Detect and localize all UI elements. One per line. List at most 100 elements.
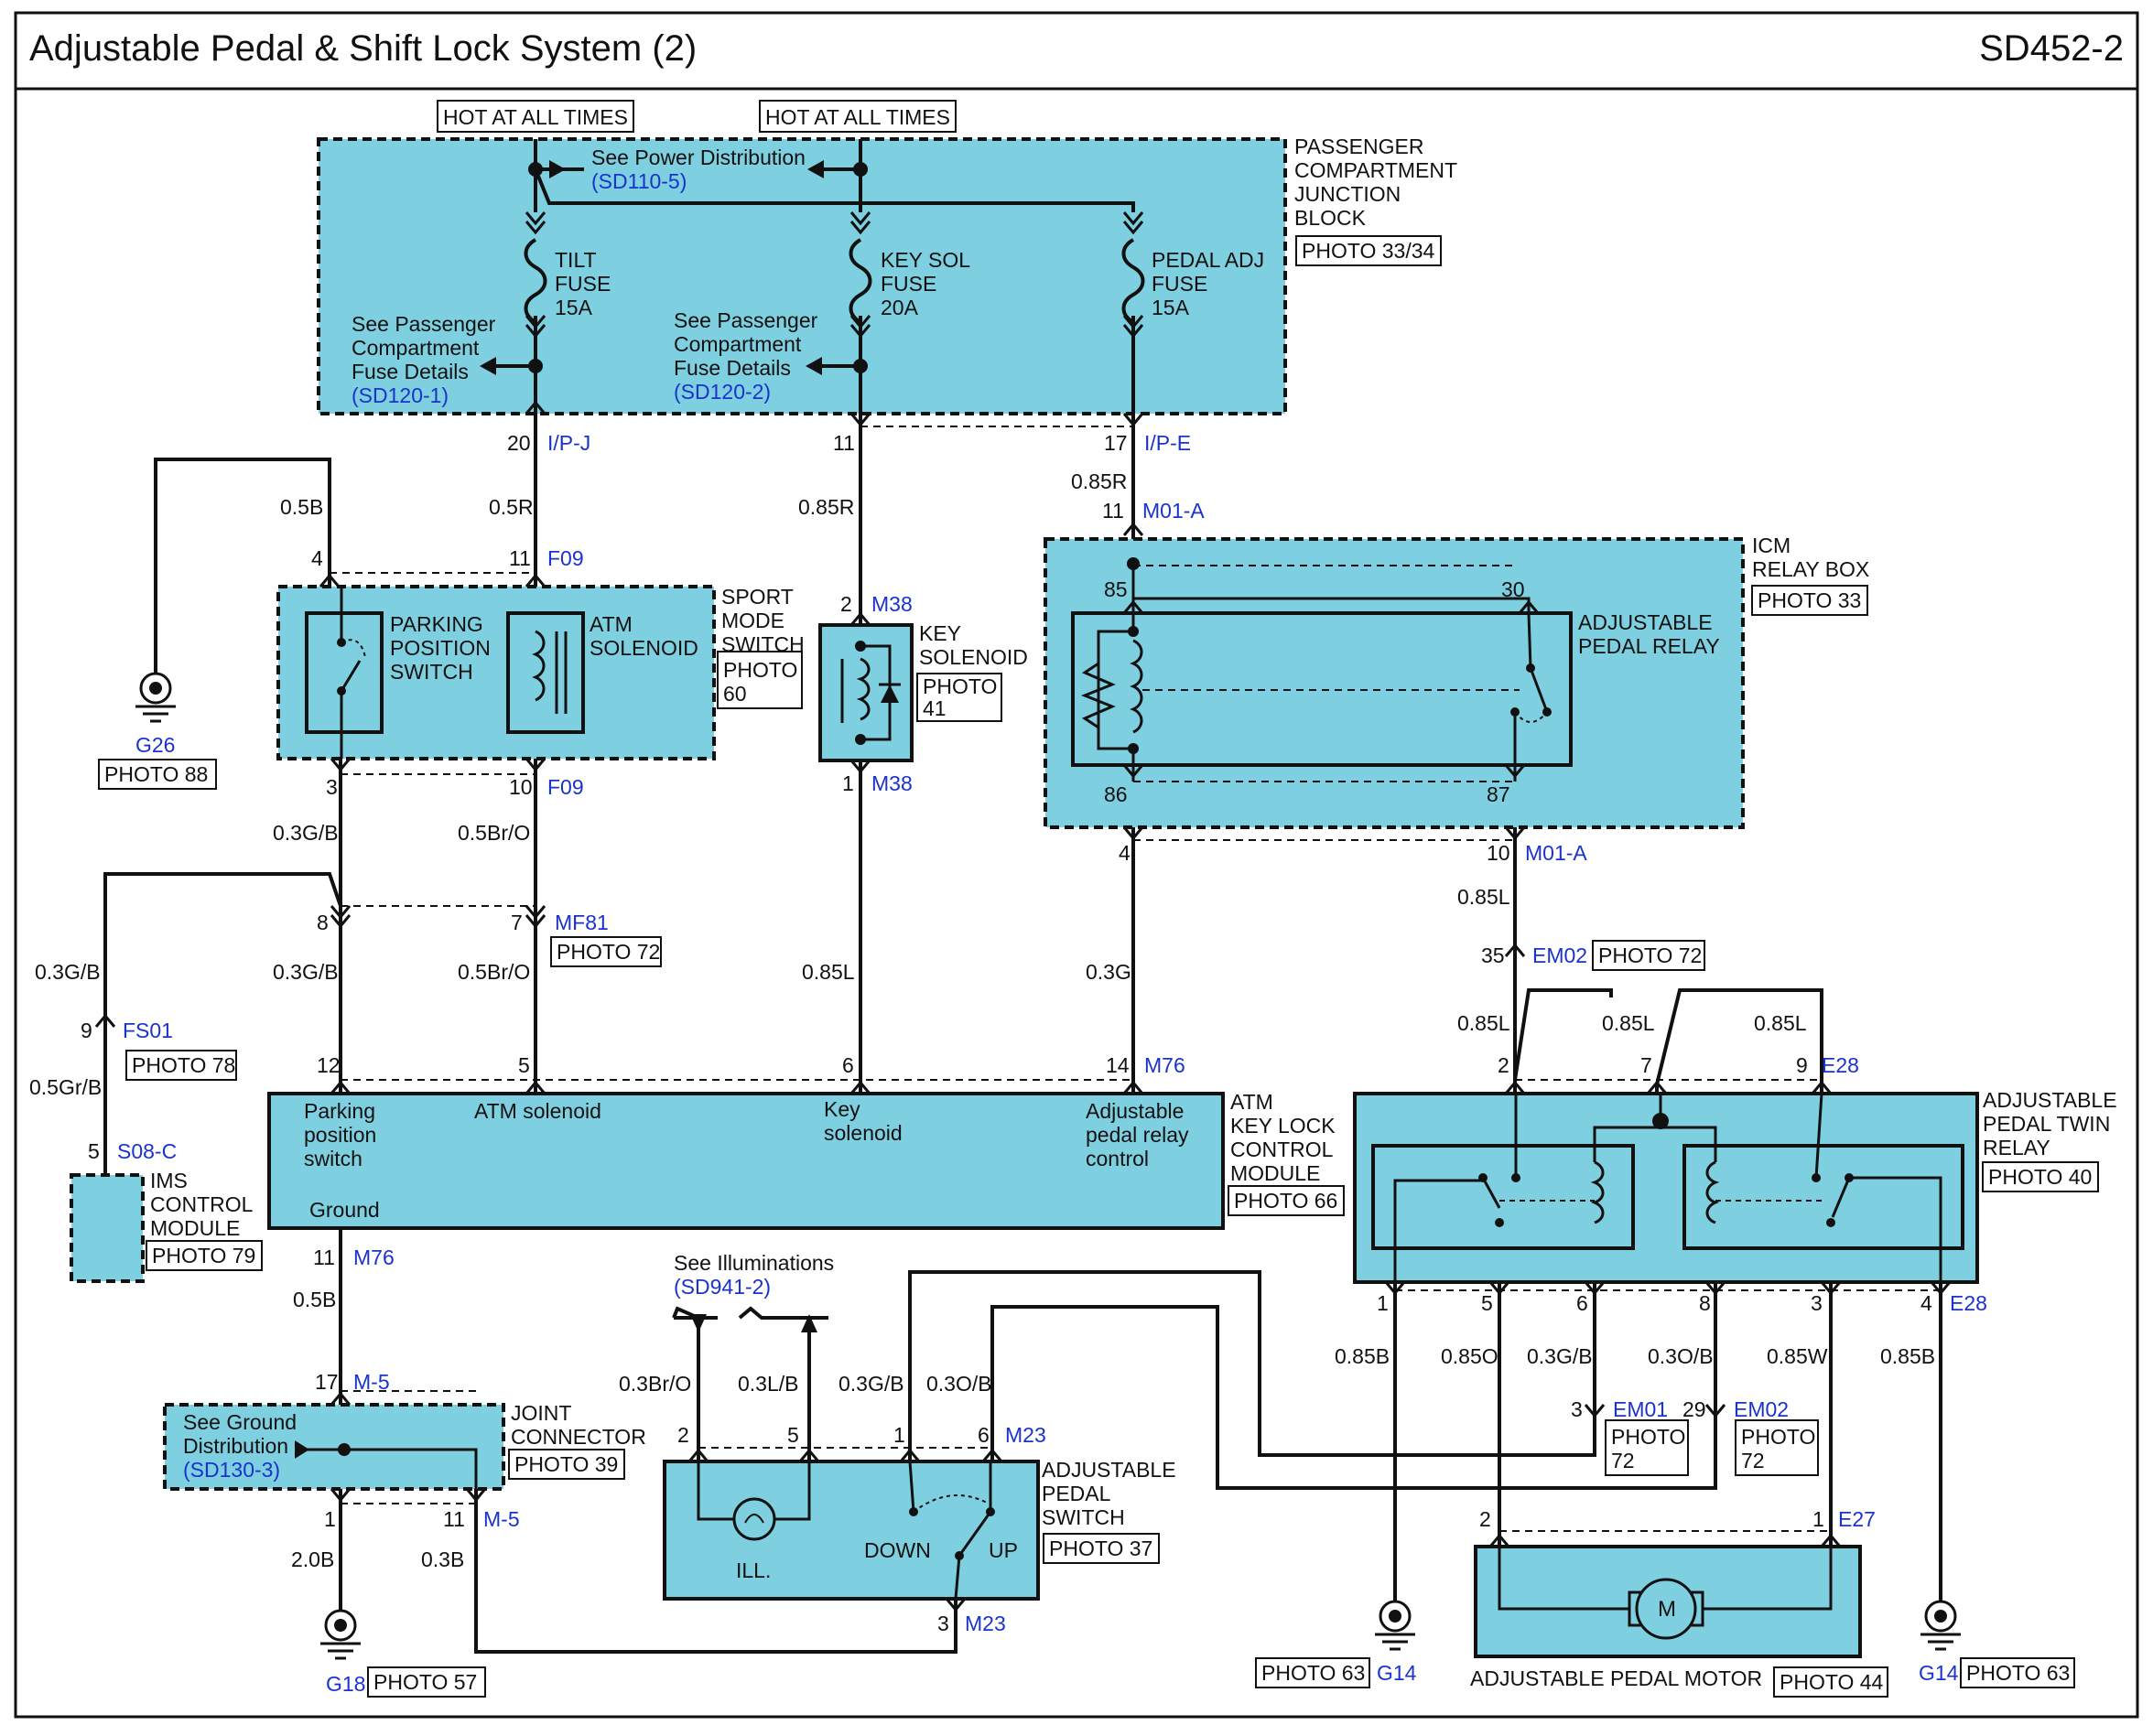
conn-em02-top: EM02 bbox=[1532, 943, 1587, 967]
atm-label-ground: Ground bbox=[309, 1198, 380, 1222]
pin-85: 85 bbox=[1104, 577, 1128, 601]
atm-key-lock-module bbox=[267, 1092, 1225, 1230]
wire-085b-a: 0.85B bbox=[1335, 1344, 1390, 1368]
motor-name: ADJUSTABLE PEDAL MOTOR bbox=[1470, 1666, 1762, 1690]
icm-relay-box bbox=[1044, 537, 1745, 829]
hot-label-2: HOT AT ALL TIMES bbox=[765, 105, 950, 129]
pin-35: 35 bbox=[1481, 943, 1505, 967]
conn-m5-top: M-5 bbox=[353, 1370, 390, 1394]
wire-05bro-a: 0.5Br/O bbox=[458, 821, 530, 845]
conn-f09-bottom: F09 bbox=[547, 775, 584, 799]
tilt-fuse-3: 15A bbox=[555, 296, 593, 319]
joint-name-2: CONNECTOR bbox=[511, 1425, 646, 1449]
pedal-switch-internals bbox=[697, 1461, 995, 1600]
see-fuse-2a: See Passenger bbox=[674, 308, 818, 332]
pin-4-relay: 4 bbox=[1119, 841, 1131, 865]
see-fuse-1c: Fuse Details bbox=[352, 360, 469, 383]
atm-sol-1: ATM bbox=[590, 612, 633, 636]
em02-photo-top: PHOTO 72 bbox=[1598, 943, 1702, 967]
pin-3-m23: 3 bbox=[937, 1612, 949, 1635]
pin-5-twin: 5 bbox=[1481, 1291, 1493, 1315]
pin-3-sport: 3 bbox=[326, 775, 338, 799]
pin-14: 14 bbox=[1106, 1053, 1130, 1077]
conn-m76-bottom: M76 bbox=[353, 1245, 395, 1269]
atm-label-solenoid: ATM solenoid bbox=[474, 1099, 601, 1123]
wire-03ob-a: 0.3O/B bbox=[1648, 1344, 1714, 1368]
pin-7-mf81: 7 bbox=[511, 911, 523, 934]
wire-03lb: 0.3L/B bbox=[738, 1372, 799, 1396]
parking-position-switch bbox=[305, 587, 384, 759]
atm-label-parking-3: switch bbox=[304, 1147, 362, 1170]
pin-1-motor: 1 bbox=[1812, 1507, 1824, 1531]
ims-name-2: CONTROL bbox=[150, 1192, 254, 1216]
wire-03g: 0.3G bbox=[1086, 960, 1131, 984]
tilt-fuse-2: FUSE bbox=[555, 272, 611, 296]
atm-name-3: CONTROL bbox=[1230, 1138, 1334, 1161]
pin-11-top: 11 bbox=[833, 431, 855, 455]
conn-s08c: S08-C bbox=[117, 1139, 177, 1163]
keysol-fuse-2: FUSE bbox=[881, 272, 936, 296]
ground-g14-right-photo: PHOTO 63 bbox=[1966, 1661, 2070, 1685]
ims-name-3: MODULE bbox=[150, 1216, 240, 1240]
motor-icon bbox=[1635, 1578, 1697, 1640]
icm-name-1: ICM bbox=[1752, 534, 1791, 557]
mf81-photo: PHOTO 72 bbox=[557, 940, 660, 964]
wire-03gb-c: 0.3G/B bbox=[273, 960, 339, 984]
joint-connector-box bbox=[163, 1403, 505, 1491]
tilt-fuse-1: TILT bbox=[555, 248, 597, 272]
pedal-name-3: SWITCH bbox=[1042, 1505, 1125, 1529]
conn-m38-bottom: M38 bbox=[871, 771, 913, 795]
pin-12: 12 bbox=[317, 1053, 341, 1077]
pin-10-sport: 10 bbox=[509, 775, 533, 799]
wire-05b: 0.5B bbox=[280, 495, 323, 519]
wire-085l-a: 0.85L bbox=[1457, 885, 1510, 909]
wire-085r-a: 0.85R bbox=[1071, 469, 1127, 493]
sport-mode-switch-box bbox=[276, 585, 716, 760]
em02b-photo-1: PHOTO bbox=[1741, 1425, 1815, 1449]
atm-label-pedal-1: Adjustable bbox=[1086, 1099, 1184, 1123]
conn-m23-bottom: M23 bbox=[965, 1612, 1006, 1635]
ground-g18-symbol bbox=[320, 1609, 361, 1660]
wire-03bro: 0.3Br/O bbox=[619, 1372, 691, 1396]
atm-name-2: KEY LOCK bbox=[1230, 1114, 1336, 1138]
twin-photo: PHOTO 40 bbox=[1988, 1165, 2092, 1189]
em01-photo-2: 72 bbox=[1611, 1449, 1635, 1472]
atm-label-parking-1: Parking bbox=[304, 1099, 375, 1123]
pin-11-sport: 11 bbox=[509, 546, 531, 570]
keysol-fuse-3: 20A bbox=[881, 296, 919, 319]
pedal-name-2: PEDAL bbox=[1042, 1482, 1111, 1505]
conn-m01a-bottom: M01-A bbox=[1525, 841, 1587, 865]
pin-5-atm: 5 bbox=[518, 1053, 530, 1077]
atm-sol-2: SOLENOID bbox=[590, 636, 698, 660]
key-solenoid-coil bbox=[840, 641, 901, 745]
illum-ref: (SD941-2) bbox=[674, 1275, 771, 1299]
twin-relay-right bbox=[1652, 1093, 1964, 1282]
pin-4-sport: 4 bbox=[311, 546, 323, 570]
pedal-fuse-2: FUSE bbox=[1152, 272, 1207, 296]
see-fuse-1-ref: (SD120-1) bbox=[352, 383, 449, 407]
keysol-photo-1: PHOTO bbox=[923, 674, 997, 698]
pin-30: 30 bbox=[1501, 577, 1525, 601]
motor-m: M bbox=[1658, 1597, 1676, 1622]
pin-17-m5: 17 bbox=[315, 1370, 339, 1394]
atm-label-key-2: solenoid bbox=[824, 1121, 903, 1145]
sport-photo-2: 60 bbox=[723, 682, 747, 706]
pin-11-m76: 11 bbox=[313, 1245, 335, 1269]
ims-control-module bbox=[70, 1173, 145, 1283]
see-power-ref: (SD110-5) bbox=[591, 169, 687, 193]
pin-5-s08c: 5 bbox=[88, 1139, 100, 1163]
pedal-ill: ILL. bbox=[736, 1558, 771, 1582]
wire-20b: 2.0B bbox=[291, 1547, 334, 1571]
fs01-photo: PHOTO 78 bbox=[132, 1053, 235, 1077]
conn-ip-e: I/P-E bbox=[1144, 431, 1191, 455]
conn-e28-top: E28 bbox=[1822, 1053, 1859, 1077]
pin-2-twin: 2 bbox=[1498, 1053, 1509, 1077]
wire-085l-c: 0.85L bbox=[1457, 1011, 1510, 1035]
twin-name-2: PEDAL TWIN bbox=[1983, 1112, 2110, 1136]
icm-name-2: RELAY BOX bbox=[1752, 557, 1869, 581]
motor-photo: PHOTO 44 bbox=[1780, 1670, 1884, 1694]
sport-name-2: MODE bbox=[721, 609, 784, 632]
pin-3-twin: 3 bbox=[1811, 1291, 1823, 1315]
conn-em02-bottom: EM02 bbox=[1734, 1397, 1789, 1421]
pin-29: 29 bbox=[1682, 1397, 1706, 1421]
